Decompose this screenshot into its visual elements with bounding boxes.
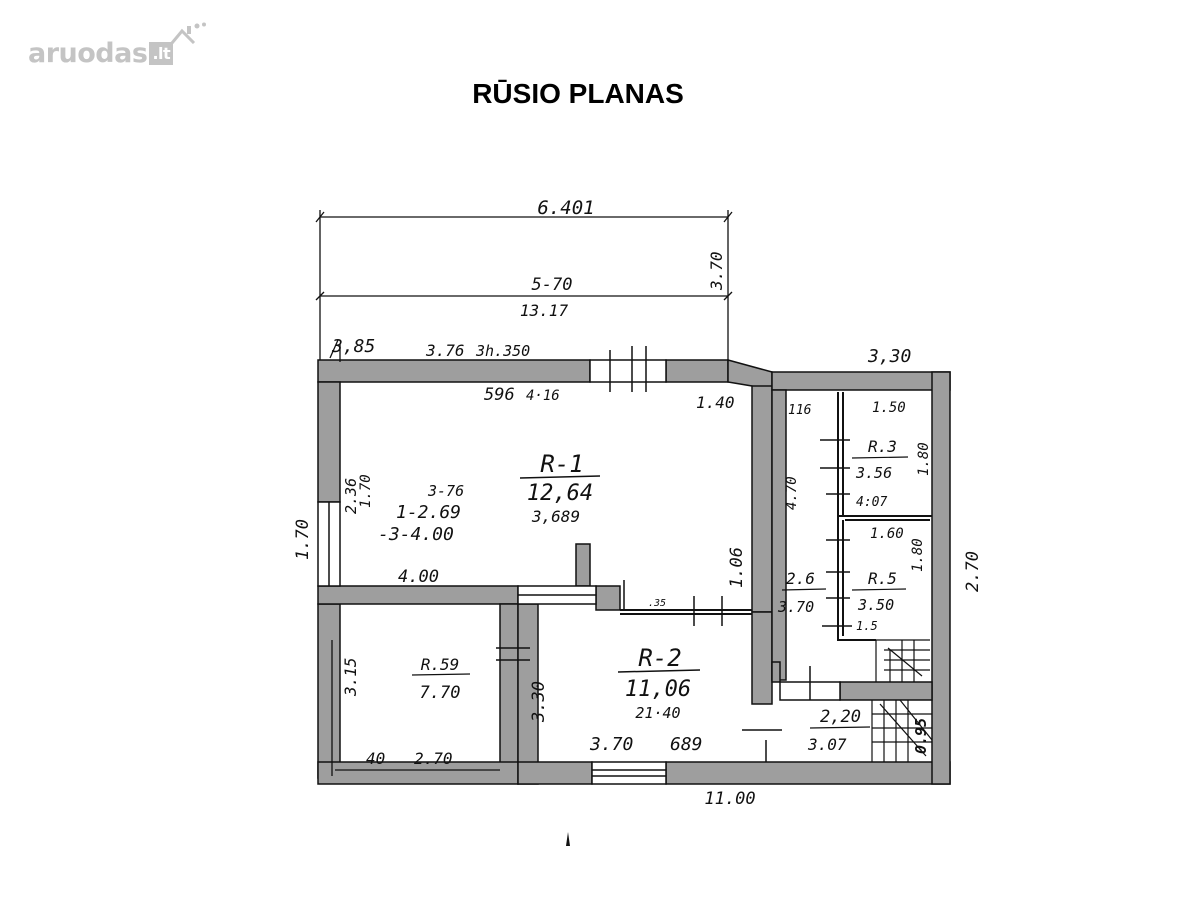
dim-top-right-vertical: 3.70 [707, 251, 726, 291]
room-r1: 596 4·16 1.40 R-1 12,64 3,689 2.36 1.70 … [342, 385, 747, 609]
dimension-labels: 6.401 5-70 13.17 3.70 3,85 3.76 3h.350 3… [293, 197, 983, 809]
room-r5: 1.60 1.80 R.5 3.50 1.5 [851, 526, 926, 633]
page-title: RŪSIO PLANAS [472, 78, 684, 109]
r2-bottom-a: 3.70 [589, 734, 633, 755]
r59-bottom-a: 40 [366, 749, 385, 768]
room-r3: 1.50 R.3 3.56 1.80 4:07 [851, 400, 932, 510]
stair-area: 3.07 [807, 735, 847, 754]
stair-side: 0.95 [912, 718, 930, 754]
site-logo[interactable]: aruodas.lt [28, 22, 206, 69]
dim-top-inner: 5-70 [532, 275, 573, 295]
r3-bottom: 4:07 [856, 495, 887, 510]
corridor-label: 2.6 [786, 569, 815, 588]
r1-left-a: 2.36 [342, 478, 360, 514]
r59-label: R.59 [421, 655, 460, 674]
dim-bottom-overall: 11.00 [704, 789, 755, 809]
r1-bottom: 4.00 [398, 567, 439, 587]
stair-label: 2,20 [820, 707, 861, 727]
corridor-top: 116 [788, 403, 812, 418]
r1-left-b: 1.70 [358, 474, 374, 508]
room-stair: 2,20 3.07 0.95 [807, 707, 930, 754]
dim-right-block-top: 3,30 [867, 346, 911, 367]
room-r2: R-2 11,06 21·40 3.30 3.70 689 [529, 644, 703, 755]
r5-bottom: 1.5 [856, 619, 878, 633]
r59-area: 7.70 [420, 683, 461, 703]
dim-left-outer: 1.70 [293, 519, 313, 560]
r3-label: R.3 [868, 437, 897, 456]
r1-label: R-1 [540, 450, 583, 478]
r1-right: 1.06 [727, 547, 747, 588]
r5-label: R.5 [868, 569, 897, 588]
r1-inner-b: 1-2.69 [396, 502, 461, 523]
dim-top-inner-sub: 13.17 [520, 301, 569, 320]
r5-side: 1.80 [910, 538, 926, 572]
r3-side: 1.80 [916, 442, 932, 476]
partitions [620, 392, 932, 641]
walls [317, 359, 951, 785]
stairs [871, 639, 933, 762]
r2-area: 11,06 [625, 677, 691, 702]
r3-top: 1.50 [872, 400, 906, 416]
house-chimney-icon [170, 22, 206, 44]
logo-text: aruodas [28, 38, 148, 69]
r59-left: 3.15 [341, 657, 360, 697]
room-r59: R.59 7.70 3.15 40 2.70 [341, 655, 471, 768]
r1-inner-c: -3-4.00 [378, 524, 454, 545]
corridor-area: 3.70 [777, 598, 814, 616]
dim-top-wall-a: 3.76 [425, 341, 465, 360]
dim-top-overall: 6.401 [537, 197, 594, 219]
logo-tld: .lt [149, 42, 174, 65]
r2-sub: 21·40 [635, 704, 680, 722]
r1-inner-a: 3-76 [427, 482, 464, 500]
r5-area: 3.50 [857, 596, 894, 614]
dim-top-wall-b: 3h.350 [475, 342, 530, 360]
r59-bottom-b: 2.70 [414, 749, 453, 768]
r1-area: 12,64 [527, 481, 593, 506]
r1-sub: 3,689 [531, 507, 580, 526]
r1-note-top-a: 596 [484, 385, 515, 405]
r1-small: .35 [648, 598, 666, 609]
r1-corner: 1.40 [696, 393, 735, 412]
r2-left: 3.30 [529, 681, 549, 723]
r2-label: R-2 [638, 644, 681, 672]
corridor-side: 4.70 [784, 476, 800, 510]
dimension-lines [315, 210, 733, 776]
r3-area: 3.56 [855, 464, 892, 482]
r5-top: 1.60 [870, 526, 904, 542]
room-corridor: 116 4.70 2.6 3.70 [777, 403, 827, 616]
r1-note-top-b: 4·16 [526, 388, 560, 404]
r2-bottom-b: 689 [670, 734, 703, 755]
dim-top-left-corner: 3,85 [331, 336, 375, 357]
dim-right-outer: 2.70 [963, 551, 983, 592]
marker-icon [566, 832, 570, 846]
door-ticks [496, 439, 852, 762]
